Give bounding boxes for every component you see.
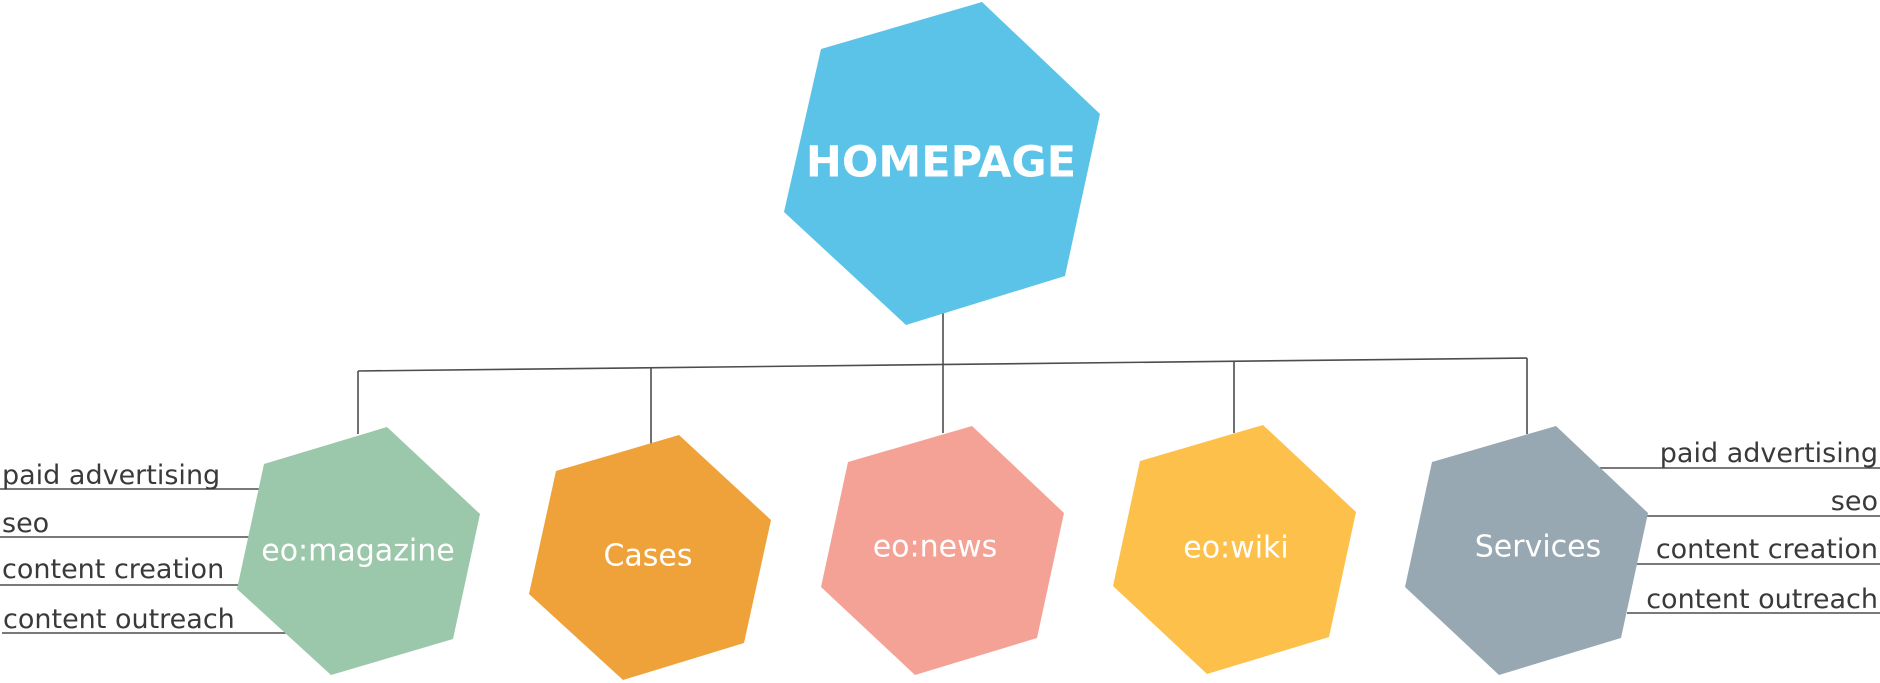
eo-magazine-subitems: paid advertising seo content creation co…: [2, 460, 235, 635]
eo-news-hexagon: [821, 426, 1064, 675]
right-subitem-rules: [1600, 467, 1880, 614]
subitem-eo-magazine-content-creation[interactable]: content creation: [2, 554, 224, 585]
connectors: [357, 312, 1528, 444]
cases-label: Cases: [603, 539, 692, 574]
left-subitem-rules: [0, 488, 290, 634]
eo-news-label: eo:news: [873, 530, 998, 565]
node-eo-magazine[interactable]: eo:magazine: [237, 427, 480, 675]
root-node[interactable]: HOMEPAGE: [784, 2, 1100, 325]
node-eo-news[interactable]: eo:news: [821, 426, 1064, 675]
subitem-services-content-creation[interactable]: content creation: [1656, 534, 1878, 565]
services-subitems: paid advertising seo content creation co…: [1646, 438, 1878, 615]
cases-hexagon: [529, 435, 771, 680]
eo-wiki-label: eo:wiki: [1183, 531, 1289, 566]
node-services[interactable]: Services: [1405, 426, 1648, 675]
subitem-eo-magazine-content-outreach[interactable]: content outreach: [3, 604, 235, 635]
root-label: HOMEPAGE: [806, 138, 1076, 188]
eo-magazine-label: eo:magazine: [261, 534, 455, 569]
subitem-services-paid-advertising[interactable]: paid advertising: [1660, 438, 1878, 469]
root-hexagon: [784, 2, 1100, 325]
subitem-services-seo[interactable]: seo: [1831, 486, 1878, 517]
services-hexagon: [1405, 426, 1648, 675]
subitem-eo-magazine-paid-advertising[interactable]: paid advertising: [2, 460, 220, 491]
subitem-eo-magazine-seo[interactable]: seo: [2, 508, 49, 539]
services-label: Services: [1475, 530, 1602, 565]
eo-magazine-hexagon: [237, 427, 480, 675]
node-eo-wiki[interactable]: eo:wiki: [1113, 425, 1356, 674]
node-cases[interactable]: Cases: [529, 435, 771, 680]
subitem-services-content-outreach[interactable]: content outreach: [1646, 584, 1878, 615]
eo-wiki-hexagon: [1113, 425, 1356, 674]
